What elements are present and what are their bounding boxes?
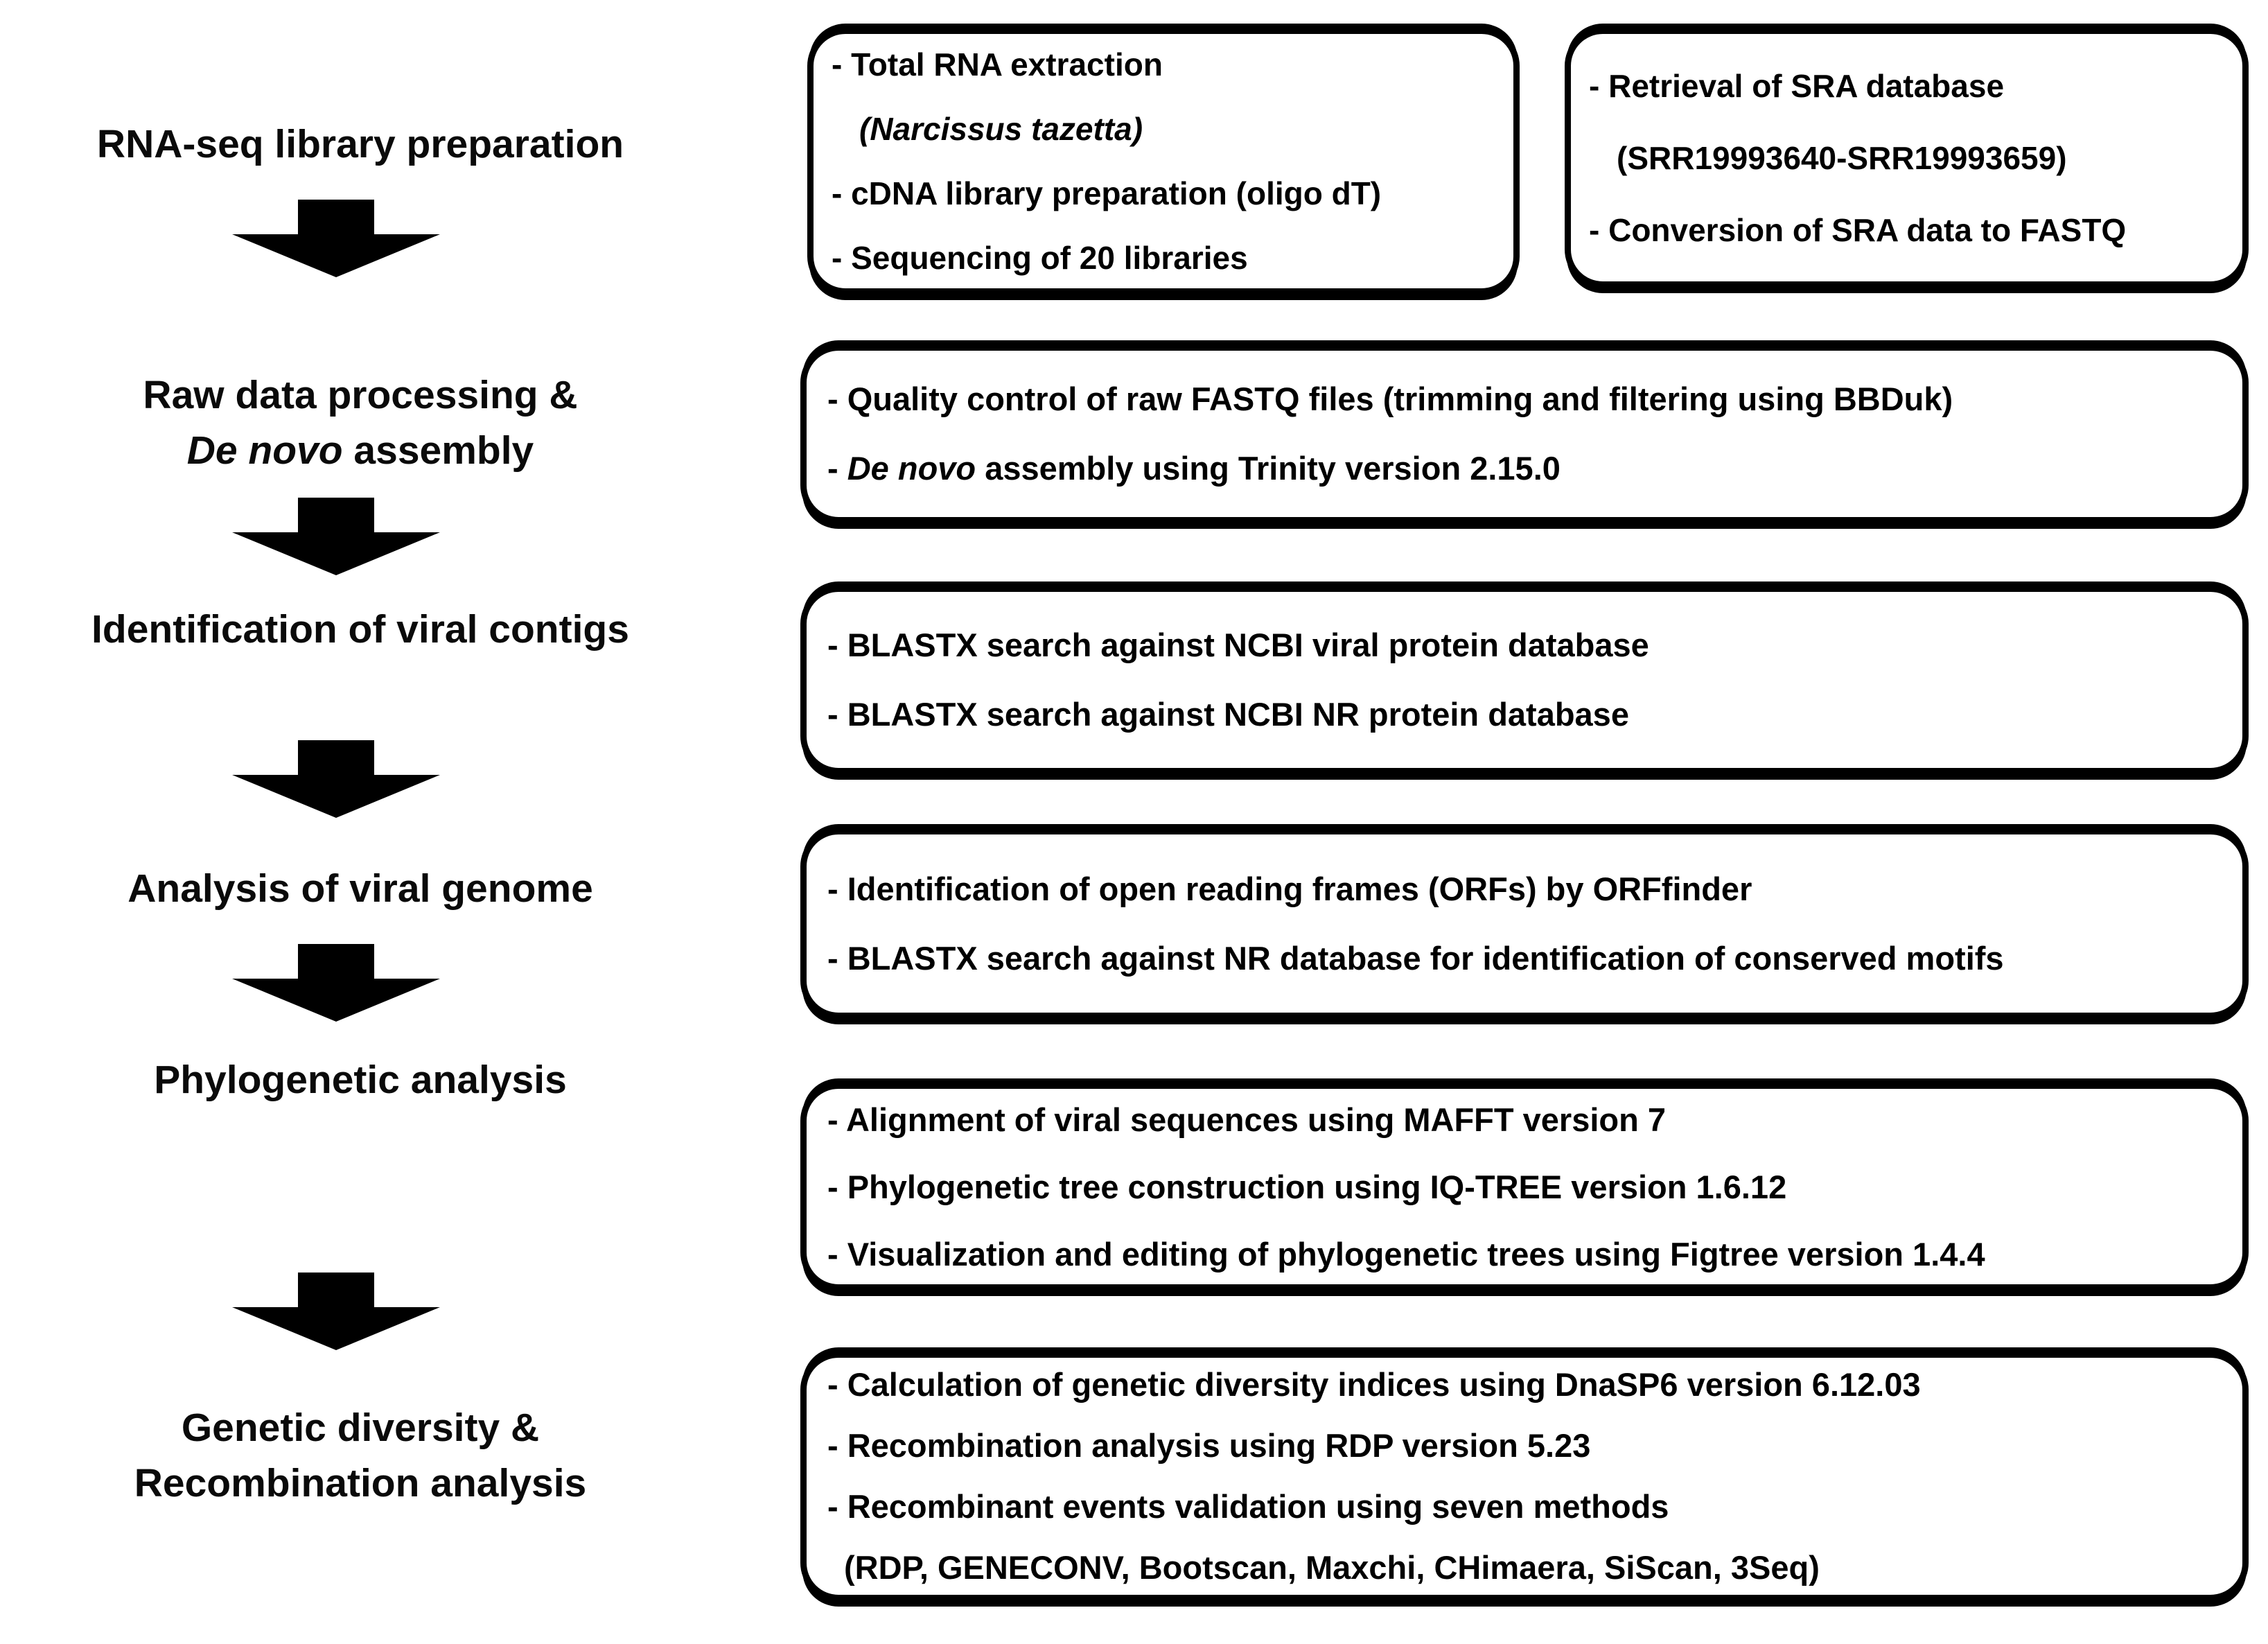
box-raw-data-processing: - Quality control of raw FASTQ files (tr…: [800, 344, 2249, 523]
box-line: - Sequencing of 20 libraries: [832, 239, 1248, 276]
stage-label-raw-data-processing: Raw data processing & De novo assembly: [0, 367, 721, 478]
box-line-italic: De novo: [847, 450, 976, 487]
box-line: - Identification of open reading frames …: [827, 870, 1752, 907]
stage-label-text: Genetic diversity &: [181, 1406, 540, 1450]
bullet-dash: -: [827, 450, 847, 487]
down-arrow-icon: [232, 944, 440, 1022]
box-line: - Recombination analysis using RDP versi…: [827, 1427, 1591, 1464]
stage-label-genetic-diversity-recombination: Genetic diversity & Recombination analys…: [0, 1400, 721, 1511]
stage-label-text: Recombination analysis: [134, 1461, 587, 1505]
box-rna-seq-details: - Total RNA extraction (Narcissus tazett…: [807, 28, 1520, 295]
box-viral-genome-analysis: - Identification of open reading frames …: [800, 828, 2249, 1019]
box-line: - Quality control of raw FASTQ files (tr…: [827, 381, 1953, 417]
box-line: - De novo assembly using Trinity version…: [827, 434, 2222, 503]
box-line: - Retrieval of SRA database: [1589, 67, 2005, 104]
stage-label-analysis-viral-genome: Analysis of viral genome: [0, 861, 721, 916]
box-line-accessions: (SRR19993640-SRR19993659): [1617, 139, 2067, 176]
box-line: - Visualization and editing of phylogene…: [827, 1235, 1985, 1273]
stage-label-text: Phylogenetic analysis: [154, 1058, 567, 1102]
down-arrow-icon: [232, 200, 440, 277]
stage-label-text: Raw data processing &: [143, 373, 578, 417]
stage-label-rna-seq-library-preparation: RNA-seq library preparation: [0, 116, 721, 172]
box-line-methods-list: (RDP, GENECONV, Bootscan, Maxchi, CHimae…: [844, 1549, 1820, 1586]
stage-label-text: De novo assembly: [0, 423, 721, 478]
stage-label-italic: De novo: [186, 428, 343, 473]
stage-label-text: Analysis of viral genome: [128, 866, 593, 911]
box-line: - Recombinant events validation using se…: [827, 1488, 1669, 1525]
box-line: - Conversion of SRA data to FASTQ: [1589, 211, 2127, 248]
box-sra-retrieval: - Retrieval of SRA database (SRR19993640…: [1565, 28, 2249, 288]
box-phylogenetic-analysis: - Alignment of viral sequences using MAF…: [800, 1083, 2249, 1291]
stage-label-text: RNA-seq library preparation: [96, 122, 624, 166]
box-viral-contigs-identification: - BLASTX search against NCBI viral prote…: [800, 586, 2249, 774]
box-line: - cDNA library preparation (oligo dT): [832, 175, 1382, 211]
stage-label-text: Identification of viral contigs: [91, 607, 629, 652]
box-line: - Phylogenetic tree construction using I…: [827, 1168, 1787, 1205]
box-line: - BLASTX search against NCBI NR protein …: [827, 696, 1629, 733]
box-line-rest: assembly using Trinity version 2.15.0: [976, 450, 1561, 487]
box-line: - Calculation of genetic diversity indic…: [827, 1366, 1921, 1403]
down-arrow-icon: [232, 1273, 440, 1350]
stage-label-phylogenetic-analysis: Phylogenetic analysis: [0, 1052, 721, 1108]
stage-label-identification-viral-contigs: Identification of viral contigs: [0, 602, 721, 657]
down-arrow-icon: [232, 740, 440, 818]
stage-label-rest: assembly: [342, 428, 534, 473]
box-line: - Total RNA extraction: [832, 46, 1163, 82]
box-line: - Alignment of viral sequences using MAF…: [827, 1101, 1667, 1138]
box-line-species-italic: (Narcissus tazetta): [859, 110, 1143, 147]
down-arrow-icon: [232, 498, 440, 575]
box-diversity-recombination: - Calculation of genetic diversity indic…: [800, 1352, 2249, 1601]
box-line: - BLASTX search against NR database for …: [827, 939, 2004, 977]
box-line: - BLASTX search against NCBI viral prote…: [827, 627, 1649, 663]
